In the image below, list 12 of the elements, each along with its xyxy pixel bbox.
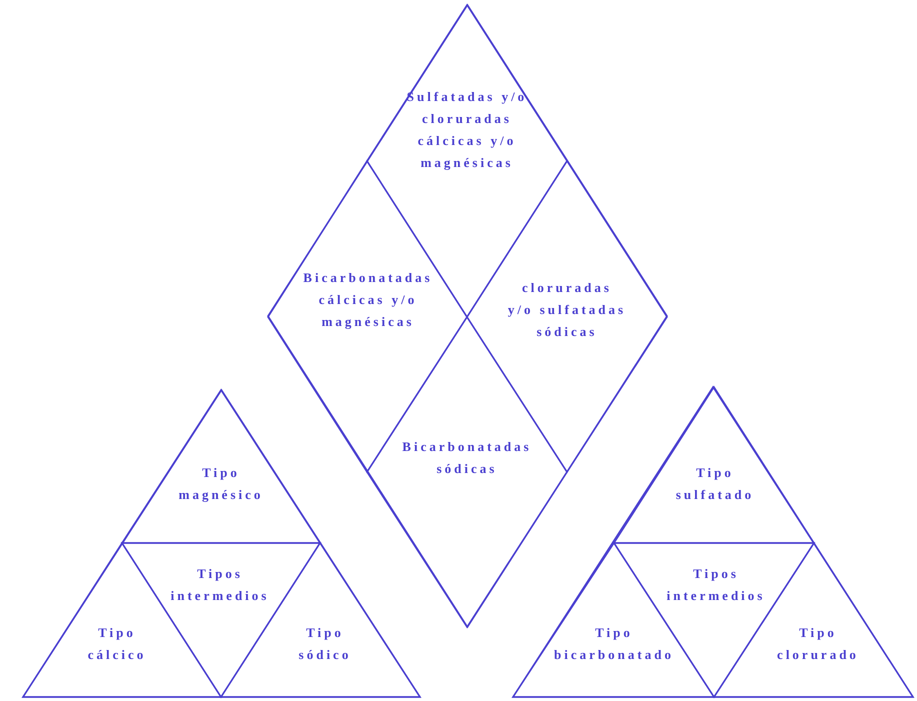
region-label: Bicarbonatadas cálcicas y/o magnésicas — [302, 269, 434, 331]
region-label: Bicarbonatadas sódicas — [401, 438, 533, 478]
region-label: Tipo bicarbonatado — [553, 624, 675, 664]
region-label: Tipos intermedios — [170, 565, 270, 605]
region-label: Tipo clorurado — [776, 624, 860, 664]
region-label: Sulfatadas y/o cloruradas cálcicas y/o magnésicas — [406, 88, 528, 172]
region-label: Tipos intermedios — [666, 565, 766, 605]
region-label: Tipo sódico — [298, 624, 352, 664]
region-label: Tipo cálcico — [86, 624, 148, 664]
region-label: Tipo sulfatado — [674, 464, 756, 504]
region-label: cloruradas y/o sulfatadas sódicas — [507, 279, 627, 341]
region-label: Tipo magnésico — [178, 464, 264, 504]
